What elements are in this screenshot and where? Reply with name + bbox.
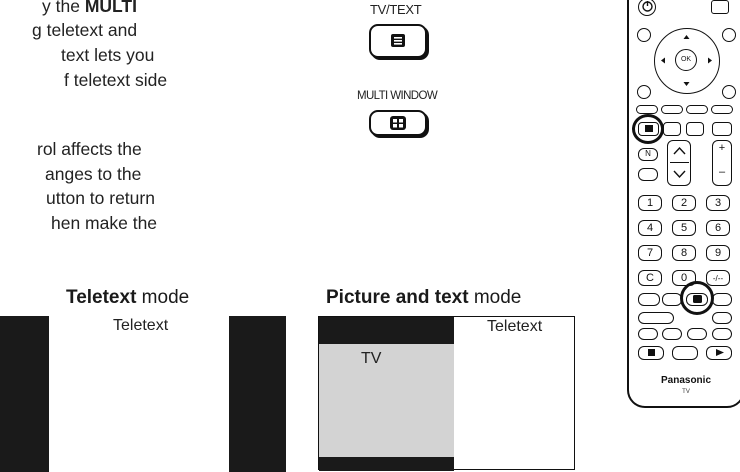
number-key[interactable]: 5 xyxy=(672,220,696,236)
multi-window-highlight xyxy=(680,281,714,315)
power-icon[interactable] xyxy=(638,0,656,16)
index-key[interactable] xyxy=(663,122,681,136)
tv-text-button[interactable] xyxy=(369,24,427,58)
body-text-line: rol affects the xyxy=(37,139,142,159)
corner-button[interactable] xyxy=(637,85,651,99)
freeze-key[interactable] xyxy=(662,293,682,306)
tv-picture-area xyxy=(319,344,454,457)
aspect-key[interactable] xyxy=(638,293,660,306)
channel-rocker[interactable] xyxy=(667,140,691,186)
up-key[interactable] xyxy=(662,328,682,340)
body-text-line: hen make the xyxy=(51,213,158,233)
volume-down-icon: – xyxy=(718,166,726,178)
corner-button[interactable] xyxy=(637,28,651,42)
picture-text-mode-heading: Picture and text mode xyxy=(326,287,522,308)
body-text-line: f teletext side xyxy=(64,70,168,90)
number-key[interactable]: 3 xyxy=(706,195,730,211)
down-key[interactable] xyxy=(638,328,658,340)
multi-bold-term: MULTI xyxy=(84,0,137,16)
teletext-icon xyxy=(391,34,405,47)
multi-window-button[interactable] xyxy=(369,110,427,136)
body-text-line: anges to the xyxy=(45,164,142,184)
number-key[interactable]: 1 xyxy=(638,195,662,211)
number-key[interactable]: C xyxy=(638,270,662,286)
tv-label: TV xyxy=(361,350,382,367)
green-key[interactable] xyxy=(661,105,683,114)
rewind-key[interactable] xyxy=(687,328,707,340)
number-key[interactable]: 7 xyxy=(638,245,662,261)
body-text-line: g teletext and xyxy=(32,20,138,40)
pause-key[interactable] xyxy=(672,346,698,360)
timer-key[interactable] xyxy=(712,312,732,324)
teletext-page-area xyxy=(49,316,229,472)
n-key[interactable]: N xyxy=(638,148,658,161)
number-key[interactable]: 6 xyxy=(706,220,730,236)
body-text-line: y the MULTI xyxy=(42,0,137,18)
teletext-mode-screen: Teletext xyxy=(0,316,286,472)
picture-text-mode-screen: TV Teletext xyxy=(318,316,575,471)
blue-key[interactable] xyxy=(711,105,733,114)
body-text-line: text lets you xyxy=(61,45,155,65)
tv-text-label: TV/TEXT xyxy=(370,2,422,17)
model-label: TV xyxy=(682,389,690,395)
volume-rocker[interactable]: + – xyxy=(712,140,732,186)
number-key[interactable]: 4 xyxy=(638,220,662,236)
menu-icon[interactable] xyxy=(711,0,729,14)
stop-key[interactable] xyxy=(638,346,664,360)
ok-button[interactable]: OK xyxy=(675,49,697,71)
hold-key[interactable] xyxy=(686,122,704,136)
mute-key[interactable] xyxy=(638,168,658,181)
corner-button[interactable] xyxy=(722,28,736,42)
record-key[interactable] xyxy=(638,312,674,324)
remote-control: OK N + – 1 2 3 4 5 6 7 8 9 C 0 -/-- xyxy=(627,0,740,408)
number-key[interactable]: -/-- xyxy=(706,270,730,286)
brand-logo: Panasonic xyxy=(660,375,712,386)
swap-key[interactable] xyxy=(712,293,732,306)
teletext-mode-heading: Teletext mode xyxy=(66,287,190,308)
fast-forward-key[interactable] xyxy=(712,328,732,340)
volume-up-icon: + xyxy=(718,142,726,154)
number-key[interactable]: 2 xyxy=(672,195,696,211)
teletext-half-label: Teletext xyxy=(487,318,543,335)
multi-window-icon xyxy=(390,116,406,130)
multi-window-label: MULTI WINDOW xyxy=(357,90,438,102)
tv-text-highlight xyxy=(632,114,664,144)
number-key[interactable]: 9 xyxy=(706,245,730,261)
red-key[interactable] xyxy=(636,105,658,114)
teletext-screen-label: Teletext xyxy=(113,317,169,334)
reveal-key[interactable] xyxy=(712,122,732,136)
navigation-ring[interactable]: OK xyxy=(654,28,720,94)
number-key[interactable]: 8 xyxy=(672,245,696,261)
play-key[interactable] xyxy=(706,346,732,360)
yellow-key[interactable] xyxy=(686,105,708,114)
body-text-line: utton to return xyxy=(46,188,155,208)
corner-button[interactable] xyxy=(722,85,736,99)
